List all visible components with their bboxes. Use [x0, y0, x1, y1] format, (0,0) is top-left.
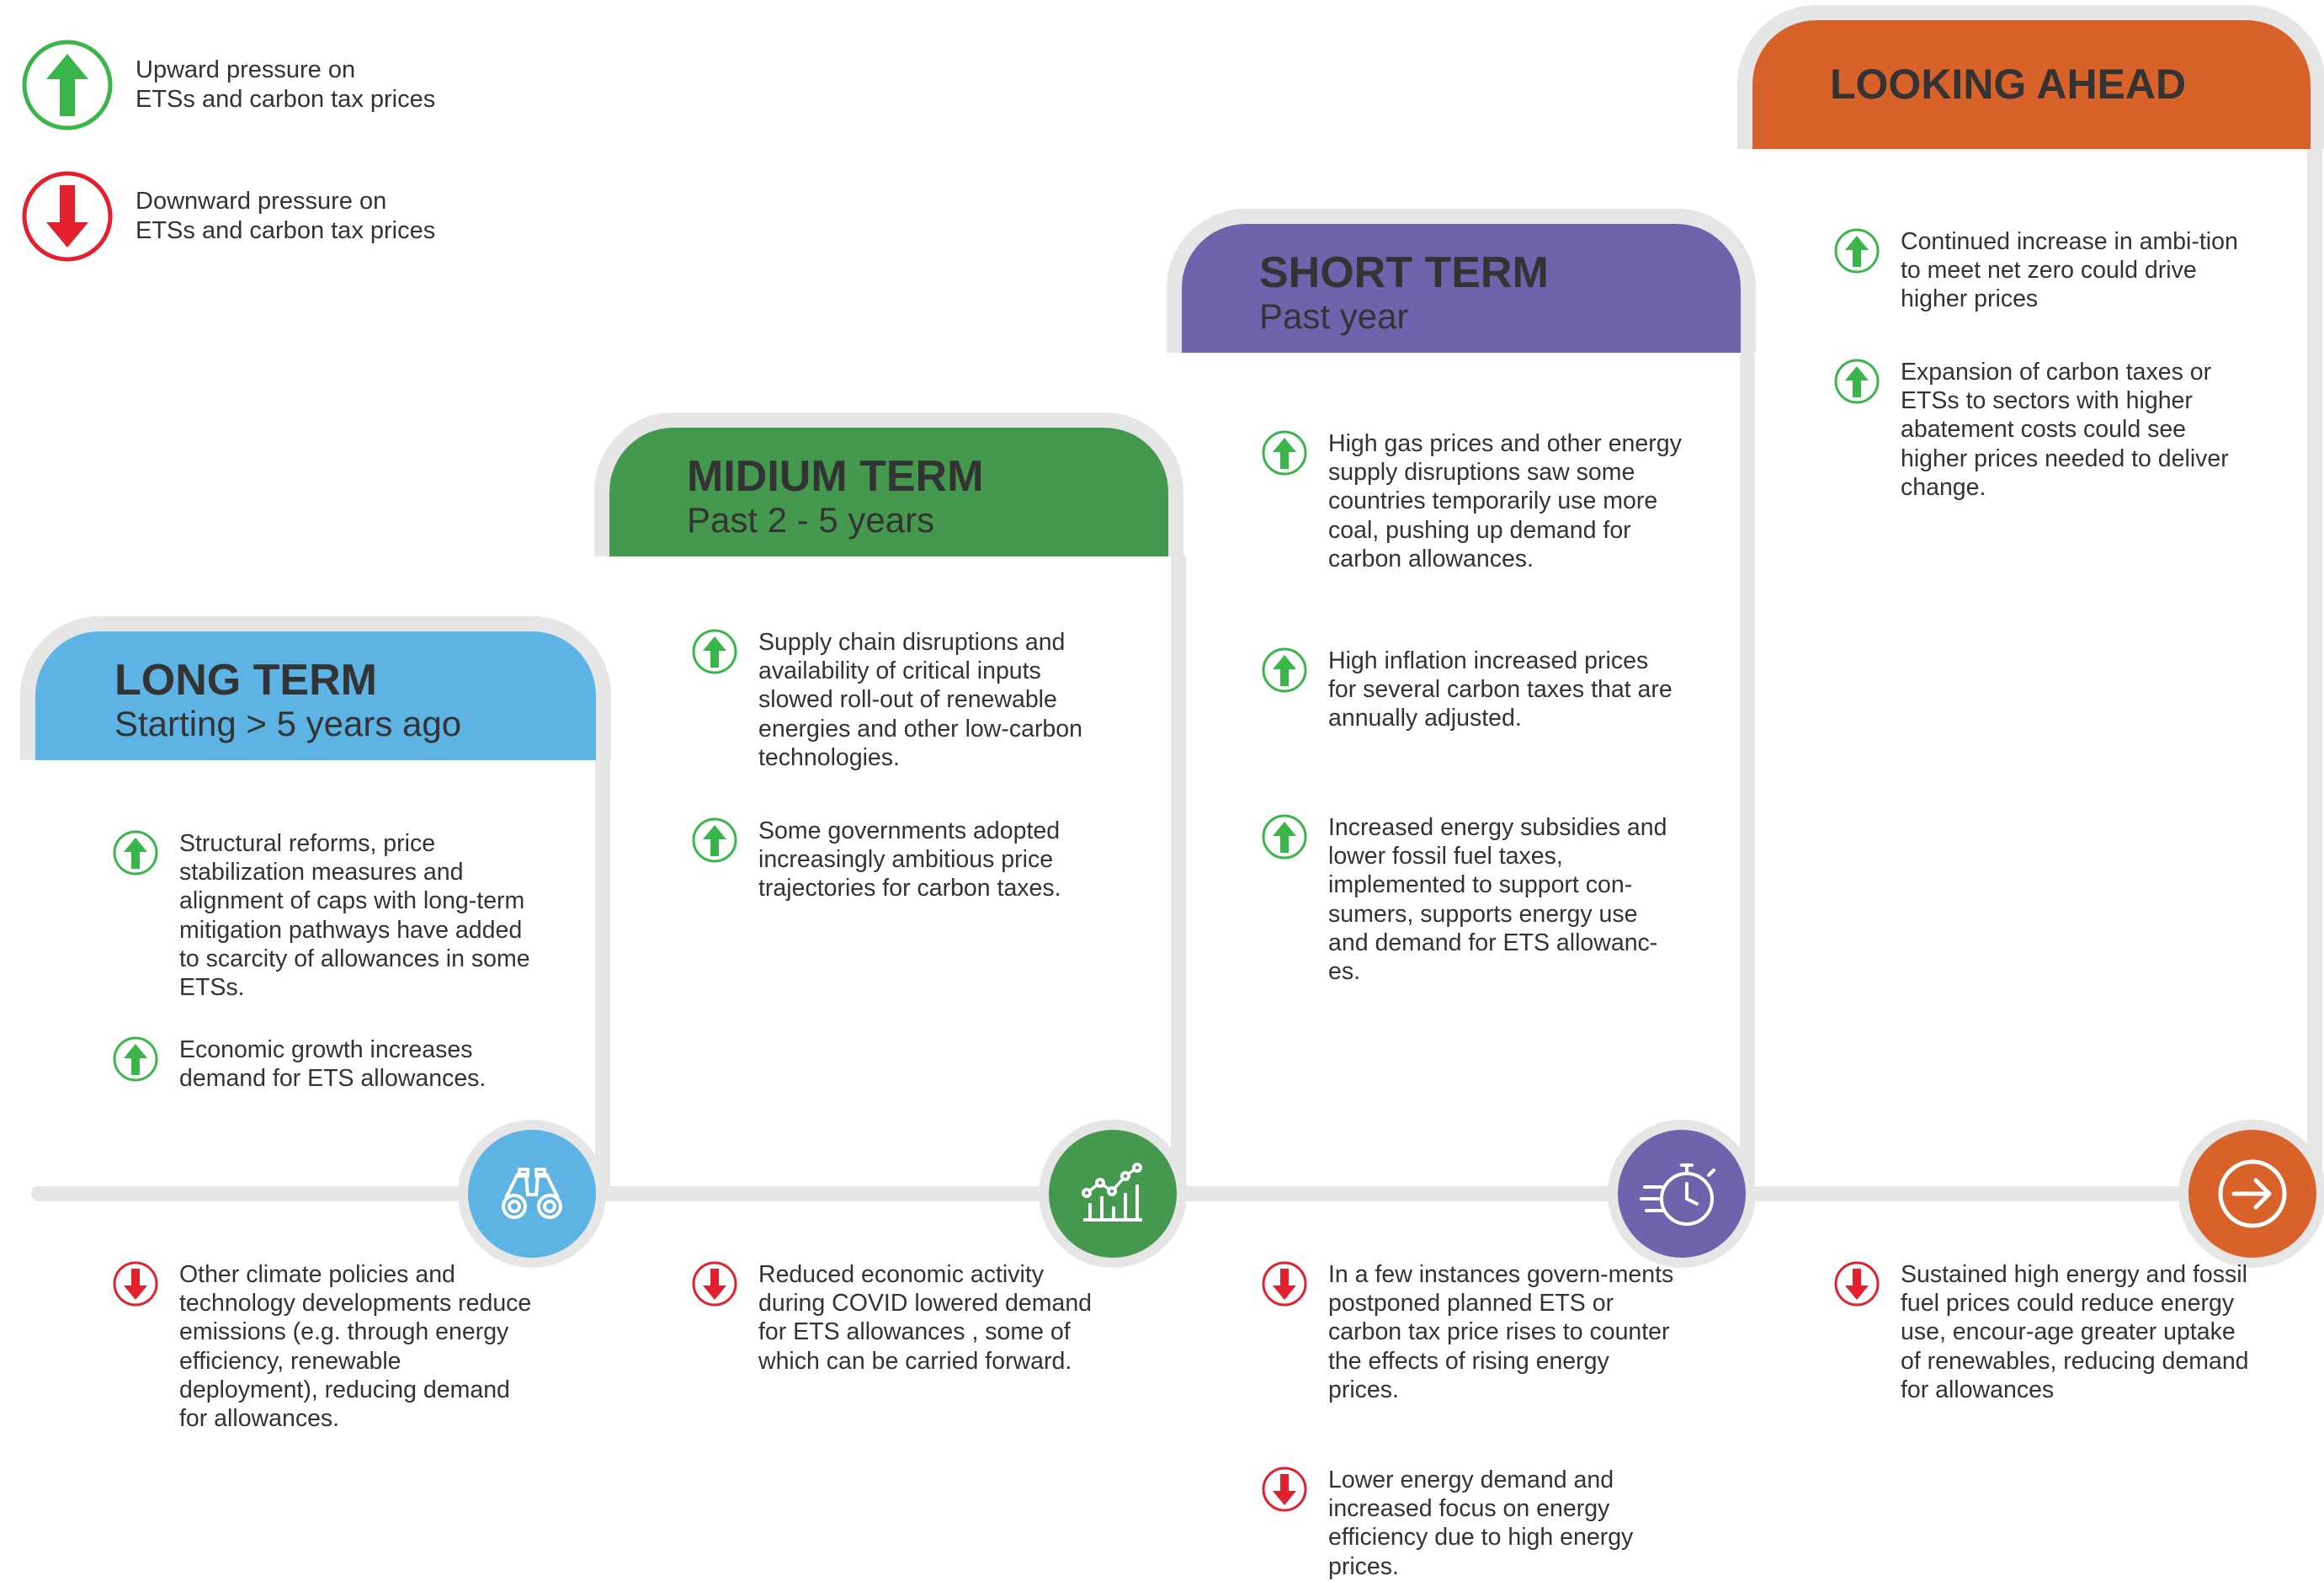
rising-chart-icon	[1075, 1156, 1151, 1232]
midium-term-header	[609, 428, 1168, 556]
up-arrow-icon	[112, 1035, 159, 1087]
down-arrow-icon	[112, 1260, 159, 1312]
long-term-upward-item: Economic growth increases demand for ETS…	[112, 1035, 533, 1093]
up-arrow-icon	[112, 829, 159, 881]
midium-term-milestone	[1049, 1130, 1177, 1258]
looking-ahead-upward-item: Expansion of carbon taxes or ETSs to sec…	[1833, 358, 2254, 502]
up-arrow-icon	[1833, 358, 1880, 409]
short-term-downward-item: In a few instances govern-ments postpone…	[1261, 1260, 1682, 1404]
short-term-milestone	[1618, 1130, 1746, 1258]
long-term-downward-item: Other climate policies and technology de…	[112, 1260, 533, 1433]
item-text: Continued increase in ambi-tion to meet …	[1901, 228, 2238, 313]
midium-term-upward-item: Supply chain disruptions and availabilit…	[691, 628, 1112, 772]
item-text: Expansion of carbon taxes or ETSs to sec…	[1901, 359, 2229, 501]
item-text: Supply chain disruptions and availabilit…	[758, 629, 1082, 771]
item-text: In a few instances govern-ments postpone…	[1328, 1261, 1674, 1403]
item-text: Reduced economic activity during COVID l…	[758, 1261, 1093, 1375]
item-text: Increased energy subsidies and lower fos…	[1328, 814, 1667, 986]
short-term-title: SHORT TERM	[1259, 248, 1549, 297]
long-term-subtitle: Starting > 5 years ago	[114, 704, 462, 743]
short-term-upward-item: High inflation increased prices for seve…	[1261, 647, 1682, 733]
midium-term-title: MIDIUM TERM	[687, 452, 984, 501]
looking-ahead-header	[1752, 20, 2311, 149]
up-arrow-icon	[1833, 227, 1880, 279]
item-text: High inflation increased prices for seve…	[1328, 647, 1673, 732]
down-arrow-icon	[1261, 1466, 1308, 1517]
long-term-milestone	[468, 1130, 596, 1258]
item-text: Other climate policies and technology de…	[179, 1261, 532, 1433]
down-arrow-circle-icon	[22, 171, 113, 262]
long-term-upward-item: Structural reforms, price stabilization …	[112, 829, 533, 1002]
item-text: Some governments adopted increasingly am…	[758, 817, 1061, 902]
down-arrow-icon	[691, 1260, 738, 1312]
looking-ahead-downward-item: Sustained high energy and fossil fuel pr…	[1833, 1260, 2254, 1404]
up-arrow-icon	[691, 628, 738, 679]
midium-term-downward-item: Reduced economic activity during COVID l…	[691, 1260, 1112, 1376]
up-arrow-icon	[1261, 813, 1308, 865]
item-text: Lower energy demand and increased focus …	[1328, 1467, 1634, 1580]
item-text: High gas prices and other energy supply …	[1328, 430, 1682, 572]
long-term-header	[35, 631, 596, 760]
legend-downward: Downward pressure on ETSs and carbon tax…	[21, 170, 435, 263]
looking-ahead-milestone	[2188, 1130, 2316, 1258]
long-term-title: LONG TERM	[114, 656, 377, 705]
down-arrow-icon	[1261, 1260, 1308, 1312]
item-text: Economic growth increases demand for ETS…	[179, 1036, 487, 1093]
binoculars-icon	[494, 1156, 570, 1232]
item-text: Structural reforms, price stabilization …	[179, 830, 530, 1002]
looking-ahead-title: LOOKING AHEAD	[1830, 61, 2187, 108]
item-text: Sustained high energy and fossil fuel pr…	[1901, 1261, 2249, 1403]
short-term-upward-item: Increased energy subsidies and lower fos…	[1261, 813, 1682, 986]
stopwatch-icon	[1640, 1152, 1724, 1236]
midium-term-subtitle: Past 2 - 5 years	[687, 500, 935, 540]
down-arrow-icon	[1833, 1260, 1880, 1312]
legend-upward-label: Upward pressure on ETSs and carbon tax p…	[136, 56, 436, 113]
up-arrow-circle-icon	[22, 40, 113, 130]
legend-upward: Upward pressure on ETSs and carbon tax p…	[21, 39, 435, 131]
short-term-downward-item: Lower energy demand and increased focus …	[1261, 1466, 1682, 1581]
legend-downward-label: Downward pressure on ETSs and carbon tax…	[136, 188, 436, 244]
up-arrow-icon	[691, 817, 738, 868]
up-arrow-icon	[1261, 647, 1308, 698]
short-term-header	[1182, 224, 1741, 353]
midium-term-upward-item: Some governments adopted increasingly am…	[691, 817, 1112, 903]
arrow-right-circle-icon	[2212, 1153, 2293, 1234]
looking-ahead-upward-item: Continued increase in ambi-tion to meet …	[1833, 227, 2254, 314]
short-term-upward-item: High gas prices and other energy supply …	[1261, 429, 1682, 573]
short-term-subtitle: Past year	[1259, 296, 1409, 336]
up-arrow-icon	[1261, 429, 1308, 481]
